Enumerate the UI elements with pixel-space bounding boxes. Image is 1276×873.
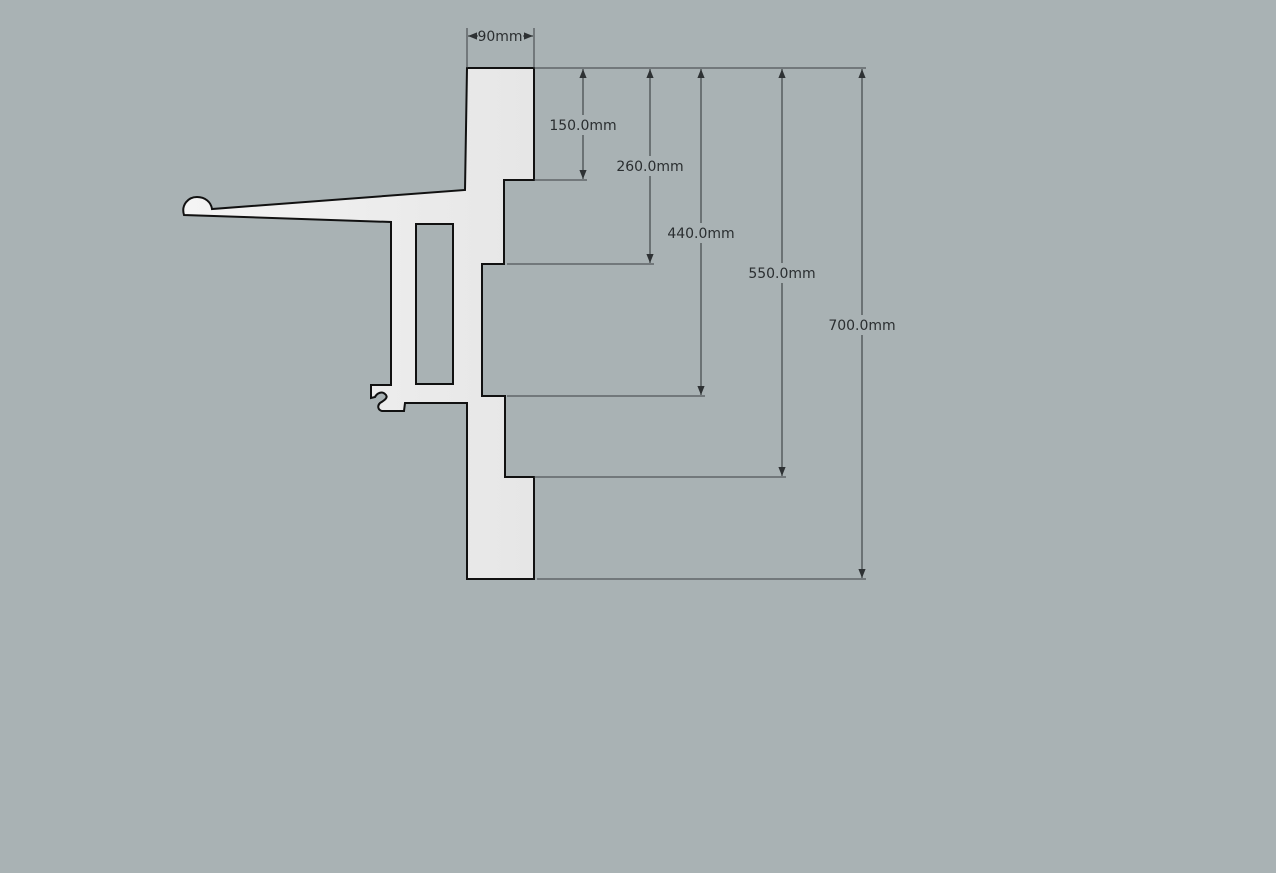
dimension-label-440: 440.0mm [667,226,734,242]
dimension-label-700: 700.0mm [828,318,895,334]
dimension-440[interactable]: 440.0mm [667,69,735,395]
dimension-700[interactable]: 700.0mm [828,69,896,578]
dimension-width[interactable]: 90mm [466,28,535,68]
dimension-260[interactable]: 260.0mm [616,69,684,263]
profile-inner-cavity [415,223,454,385]
dimension-550[interactable]: 550.0mm [748,69,816,476]
dimension-label-150: 150.0mm [549,118,616,134]
dimension-label-260: 260.0mm [616,159,683,175]
dimension-150[interactable]: 150.0mm [549,69,617,179]
extension-lines [507,67,866,580]
dimension-label-width: 90mm [477,29,522,45]
wall-profile-section[interactable] [182,67,535,580]
dimension-label-550: 550.0mm [748,266,815,282]
